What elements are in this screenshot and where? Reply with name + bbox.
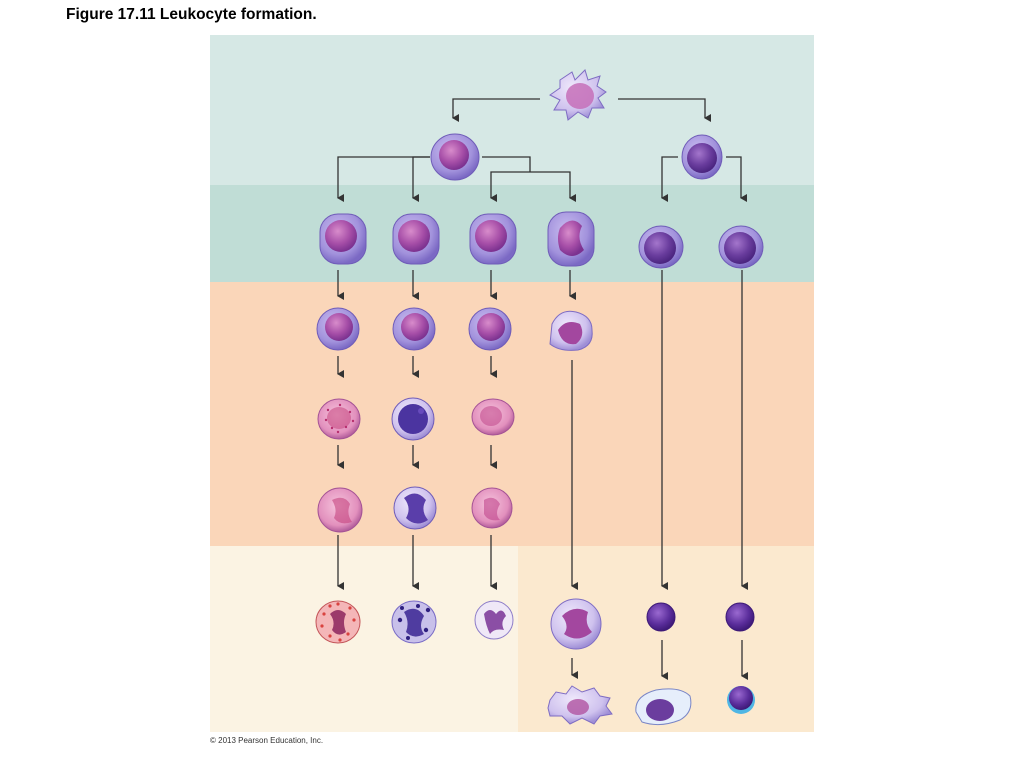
copyright-notice: © 2013 Pearson Education, Inc. <box>210 736 324 745</box>
eosinophilic-band-cell <box>317 487 363 533</box>
figure-title: Figure 17.11 Leukocyte formation. <box>66 6 317 23</box>
arrow-myeloid-branch <box>482 156 531 172</box>
neutrophilic-myelocyte <box>471 398 515 436</box>
eosinophilic-myelocyte <box>317 398 361 440</box>
promyelocyte-2 <box>392 307 436 351</box>
promyelocyte-3 <box>468 307 512 351</box>
neutrophil <box>474 600 514 640</box>
arrow-myeloid-to-myeloblast-2 <box>412 156 430 202</box>
band-mature-granulocytes <box>210 546 518 732</box>
stem-cell <box>549 69 607 121</box>
arrows <box>337 98 748 680</box>
arrow-lymphoid-to-lymphoblast-t <box>726 156 747 202</box>
promonocyte <box>549 310 593 351</box>
monocyte <box>550 598 602 650</box>
basophilic-myelocyte <box>391 397 435 441</box>
monoblast <box>547 211 595 267</box>
arrow-lymphoid-to-lymphoblast-b <box>661 156 678 202</box>
myeloblast-3 <box>469 213 517 265</box>
myeloblast-2 <box>392 213 440 265</box>
lymphoblast-t <box>718 225 764 269</box>
neutrophilic-band-cell <box>471 487 513 529</box>
lymphoid-stem-cell <box>681 134 723 180</box>
plasma-cell <box>635 688 692 726</box>
arrow-stem-to-lymphoid <box>618 98 711 122</box>
basophil <box>391 600 437 644</box>
arrow-myeloid-to-myeloblast-3 <box>490 171 530 202</box>
myeloid-stem-cell <box>430 133 480 181</box>
myeloblast-1 <box>319 213 367 265</box>
macrophage <box>547 685 613 725</box>
arrow-myeloid-to-monoblast <box>530 171 576 202</box>
promyelocyte-1 <box>316 307 360 351</box>
band-stem-cells <box>210 35 814 185</box>
b-lymphocyte <box>646 602 676 632</box>
arrow-stem-to-myeloid <box>452 98 540 122</box>
lymphoblast-b <box>638 225 684 269</box>
basophilic-band-cell <box>393 486 437 530</box>
arrow-myeloid-to-myeloblast-1 <box>337 156 430 202</box>
effector-t-cell <box>727 686 755 714</box>
t-lymphocyte <box>725 602 755 632</box>
eosinophil <box>315 600 361 644</box>
